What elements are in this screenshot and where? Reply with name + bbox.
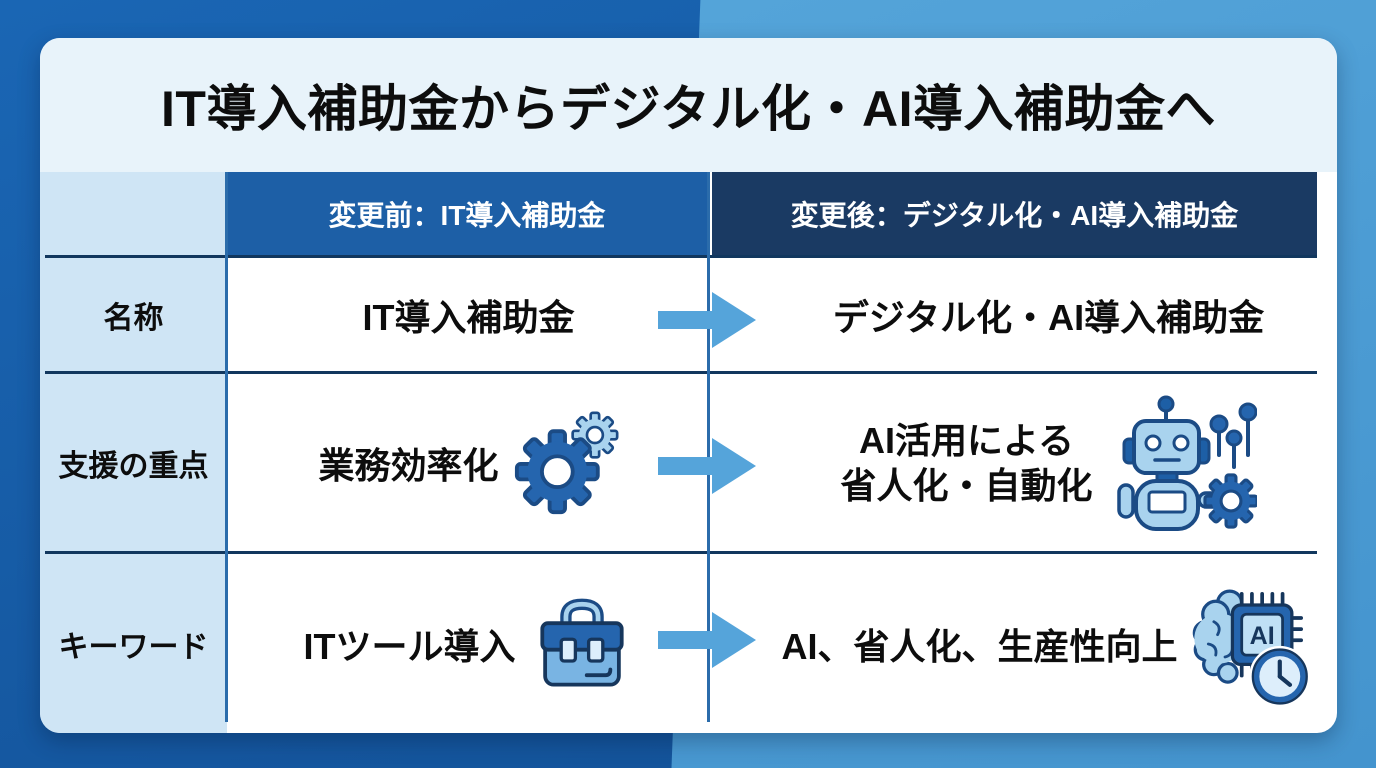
arrow-right-icon [658, 438, 756, 494]
gears-icon [514, 410, 618, 514]
main-card: IT導入補助金からデジタル化・AI導入補助金へ 変更前：IT導入補助金 変更後：… [40, 38, 1337, 733]
row3-label: キーワード [58, 630, 209, 664]
row1-before-text: IT導入補助金 [362, 296, 575, 338]
row1-before-cell: IT導入補助金 [230, 258, 707, 371]
divider-below-row1 [45, 371, 1317, 374]
robot-gear-signal-icon [1116, 395, 1257, 531]
column-header-after: 変更後：デジタル化・AI導入補助金 [712, 172, 1317, 255]
page-title: IT導入補助金からデジタル化・AI導入補助金へ [161, 81, 1216, 137]
brain-ai-chip-clock-icon: AI [1192, 588, 1310, 707]
row2-after-text: AI活用による 省人化・自動化 [840, 419, 1093, 506]
title-band: IT導入補助金からデジタル化・AI導入補助金へ [40, 38, 1337, 172]
row-label-column [40, 172, 227, 733]
divider-labels-before [225, 172, 228, 722]
toolbox-icon [539, 598, 624, 687]
row3-label-cell: キーワード [40, 554, 227, 733]
row1-after-cell: デジタル化・AI導入補助金 [780, 258, 1317, 371]
divider-below-row2 [45, 551, 1317, 554]
column-header-before: 変更前：IT導入補助金 [227, 172, 707, 255]
row2-after-cell: AI活用による 省人化・自動化 [780, 374, 1317, 551]
row3-after-cell: AI、省人化、生産性向上 [780, 554, 1317, 733]
row1-after-text: デジタル化・AI導入補助金 [832, 296, 1265, 338]
row1-label-cell: 名称 [40, 258, 227, 371]
row3-before-text: ITツール導入 [303, 625, 516, 667]
arrow-right-icon [658, 292, 756, 348]
row2-label-cell: 支援の重点 [40, 374, 227, 551]
divider-below-header [45, 255, 1317, 258]
divider-before-after [707, 172, 710, 722]
row1-label: 名称 [103, 301, 164, 335]
row2-before-text: 業務効率化 [318, 444, 499, 486]
arrow-right-icon [658, 612, 756, 668]
row3-after-text: AI、省人化、生産性向上 [781, 625, 1178, 667]
svg-text:AI: AI [1249, 622, 1274, 650]
row3-before-cell: ITツール導入 [230, 554, 707, 733]
row2-label: 支援の重点 [58, 449, 209, 483]
row2-before-cell: 業務効率化 [230, 374, 707, 551]
